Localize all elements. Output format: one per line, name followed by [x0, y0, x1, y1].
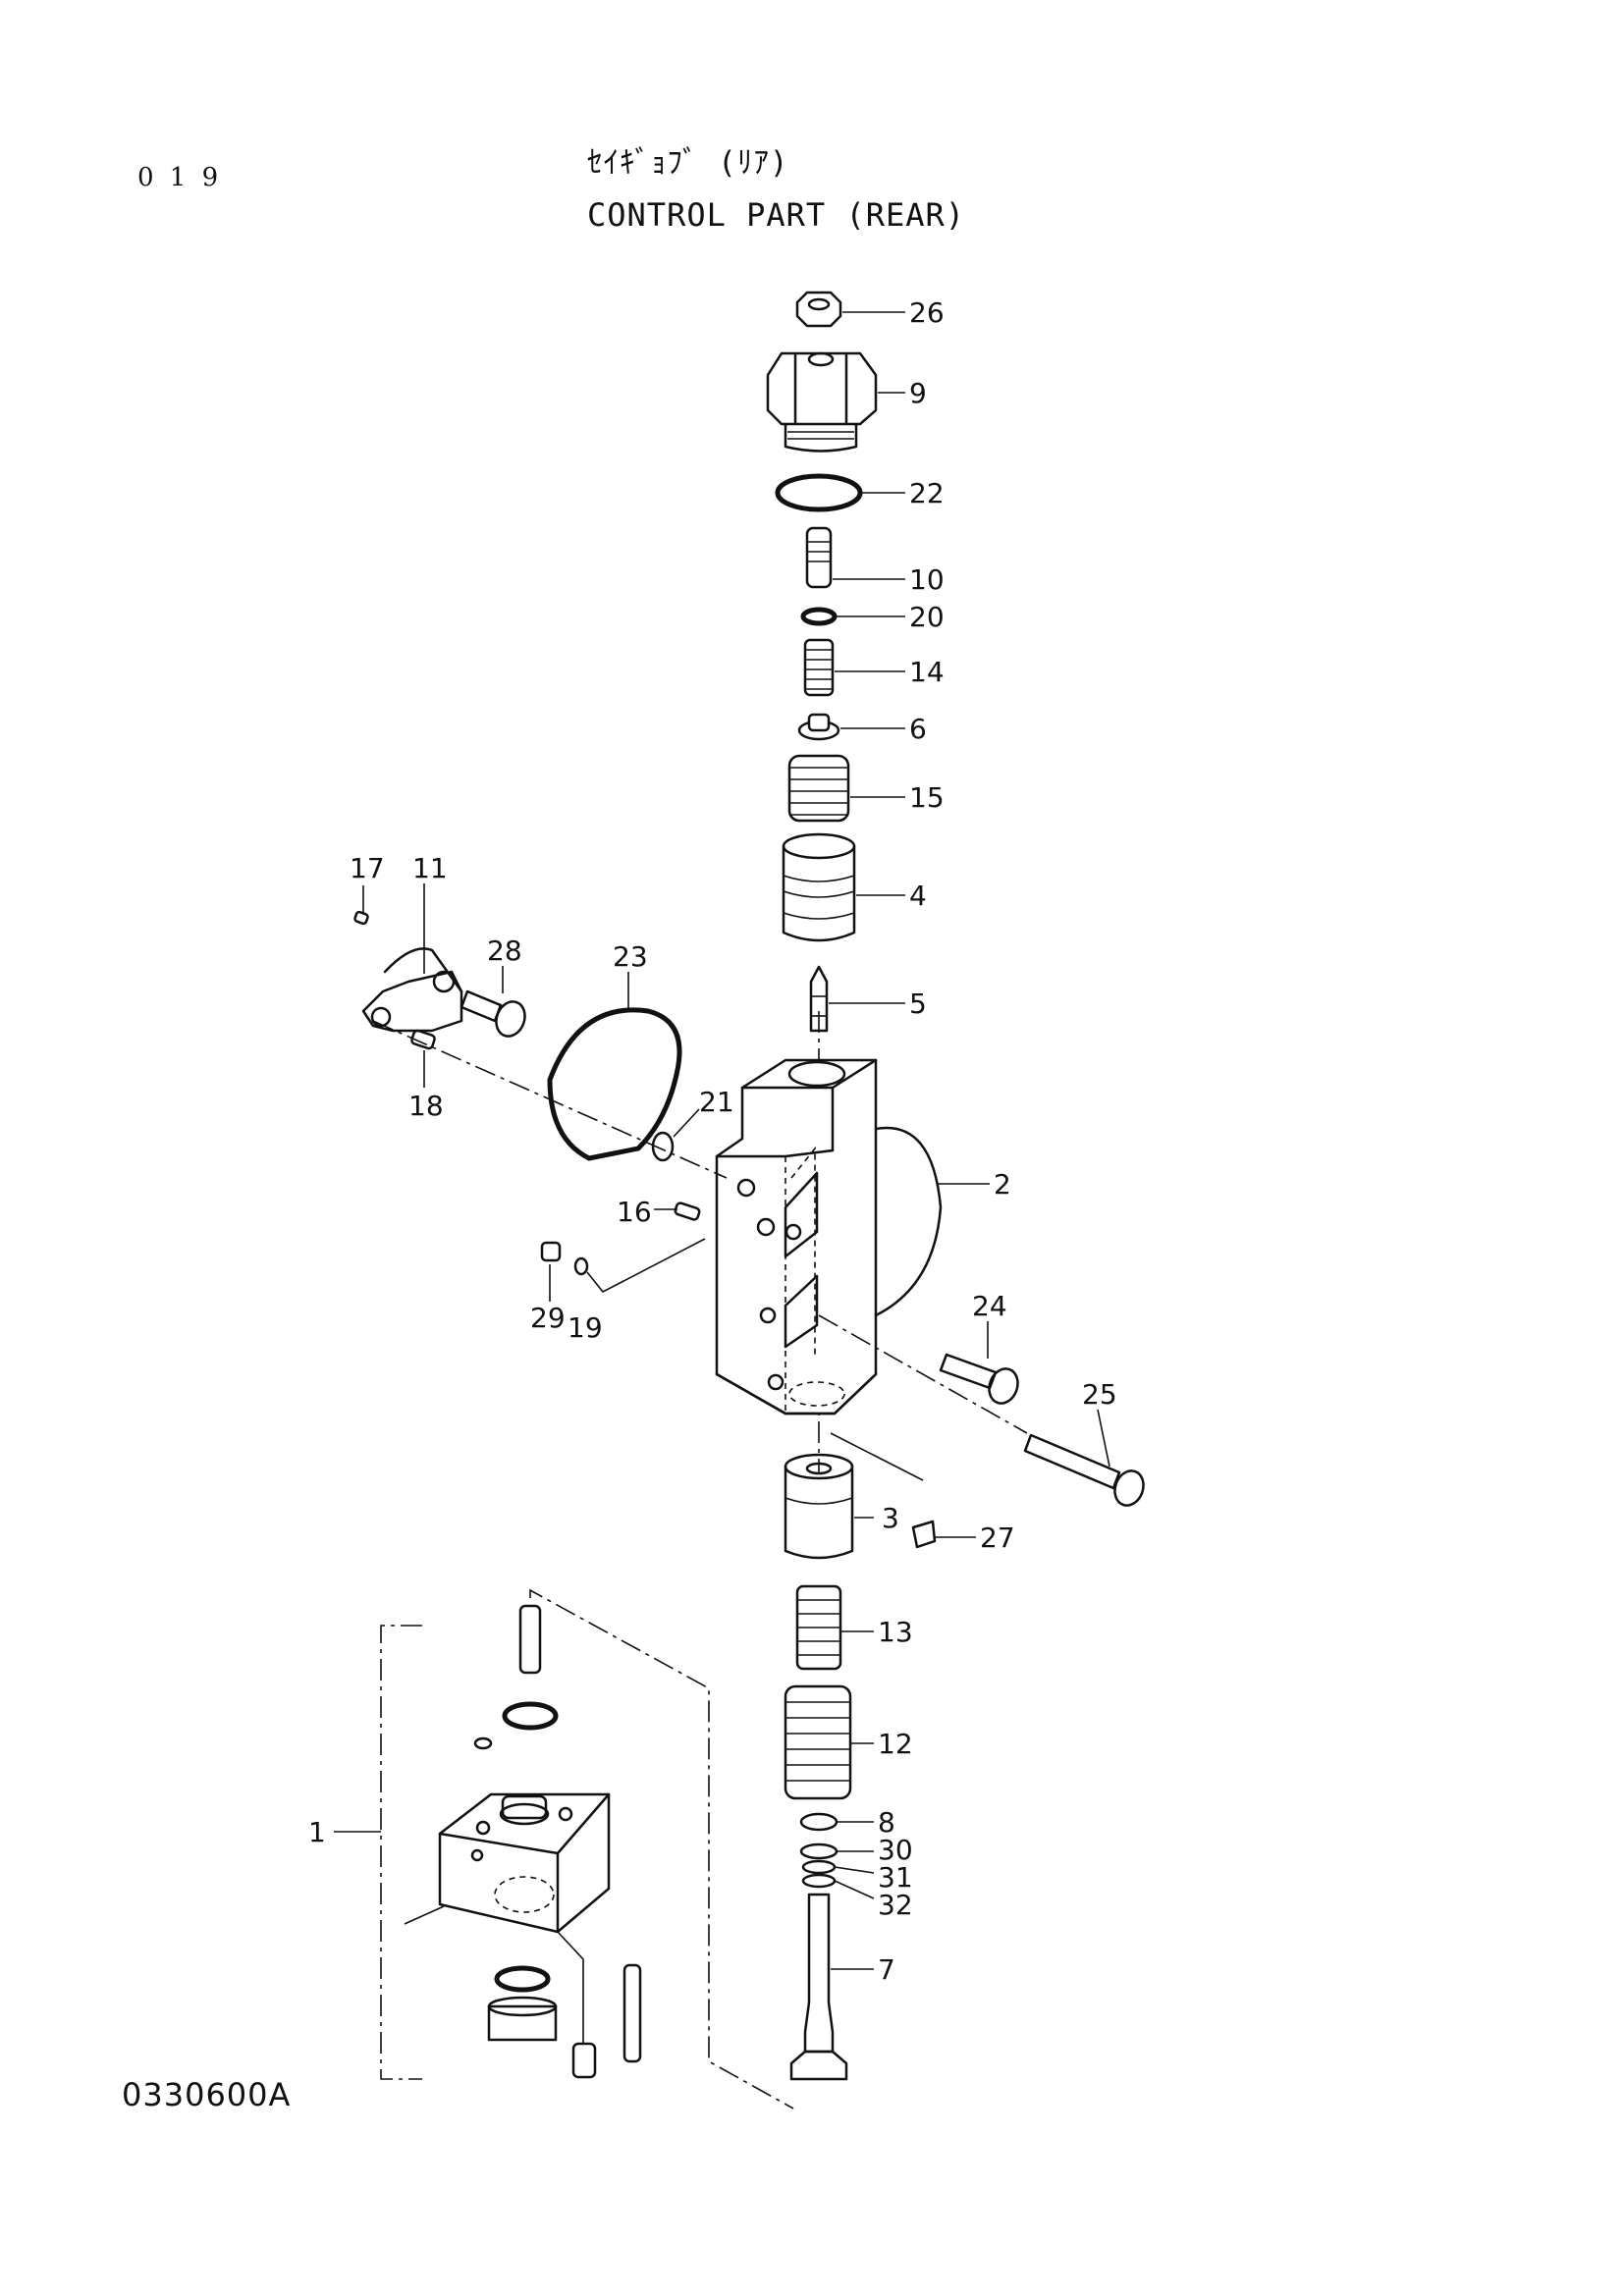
part-25-bolt — [1023, 1433, 1145, 1507]
diagram-title-japanese: ｾｲｷﾞｮﾌﾞ (ﾘｱ) — [587, 145, 789, 181]
callout-15: 15 — [909, 781, 945, 814]
part-4-spool — [782, 832, 856, 942]
callout-1: 1 — [308, 1816, 326, 1848]
part-17-pin — [353, 910, 369, 926]
bolt-axis-line — [818, 1314, 1028, 1434]
part-3-sleeve — [784, 1453, 854, 1560]
callout-3: 3 — [882, 1502, 899, 1534]
part-8-washer — [799, 1812, 839, 1832]
part-19-o-ring — [573, 1256, 589, 1276]
part-18-pin — [410, 1029, 436, 1050]
part-1-bracket — [334, 1625, 422, 2080]
part-32-washer — [801, 1873, 837, 1889]
part-23-o-ring — [547, 1007, 682, 1161]
part-6-seat — [797, 713, 840, 741]
callout-26: 26 — [909, 296, 945, 329]
part-29-plug — [540, 1241, 562, 1262]
diagram-title-english: CONTROL PART (REAR) — [587, 196, 966, 234]
callout-22: 22 — [909, 477, 945, 509]
callout-2: 2 — [994, 1168, 1011, 1201]
callout-8: 8 — [878, 1806, 895, 1839]
sub-assembly-link — [557, 1931, 584, 2044]
callout-30: 30 — [878, 1834, 913, 1866]
part-26-nut — [795, 291, 842, 328]
part-7-rod — [789, 1893, 848, 2081]
leader-lines — [362, 311, 1110, 1970]
page-number: 0 1 9 — [137, 163, 223, 192]
callout-5: 5 — [909, 988, 927, 1020]
figure-code: 0330600A — [122, 2076, 292, 2113]
callout-18: 18 — [408, 1090, 444, 1122]
callout-9: 9 — [909, 377, 927, 409]
callout-6: 6 — [909, 713, 927, 745]
part-15-spring — [787, 754, 850, 823]
part-2-valve-body — [715, 1058, 943, 1415]
callout-23: 23 — [613, 940, 648, 973]
sub-assembly-link-2 — [404, 1905, 445, 1925]
callout-28: 28 — [487, 934, 522, 967]
part-16-pin — [674, 1201, 701, 1221]
part-28-bolt — [460, 989, 526, 1038]
part-11-cover — [361, 947, 463, 1033]
callout-21: 21 — [699, 1086, 734, 1118]
callout-labels: 26 9 22 10 20 14 6 15 4 5 2 17 11 28 23 … — [308, 296, 1117, 1986]
callout-10: 10 — [909, 563, 945, 596]
callout-20: 20 — [909, 601, 945, 633]
callout-4: 4 — [909, 880, 927, 912]
part-10-poppet — [805, 526, 833, 589]
part-9-plug — [766, 351, 878, 453]
part-20-o-ring — [800, 607, 838, 626]
callout-29: 29 — [530, 1302, 566, 1334]
sub-assembly-axis-line — [529, 1588, 794, 2109]
part-14-spring — [803, 638, 835, 697]
part-13-spring — [795, 1584, 842, 1671]
callout-12: 12 — [878, 1728, 913, 1760]
part-30-washer — [799, 1842, 839, 1860]
callout-14: 14 — [909, 656, 945, 688]
part-21-o-ring — [651, 1131, 675, 1162]
callout-32: 32 — [878, 1889, 913, 1921]
callout-7: 7 — [878, 1953, 895, 1986]
callout-25: 25 — [1082, 1378, 1117, 1411]
callout-31: 31 — [878, 1861, 913, 1894]
callout-11: 11 — [412, 852, 448, 884]
part-12-spring — [784, 1684, 852, 1800]
part-31-washer — [801, 1859, 837, 1875]
callout-27: 27 — [980, 1522, 1015, 1554]
callout-24: 24 — [972, 1290, 1007, 1322]
part-27-plug — [911, 1520, 937, 1549]
part-5-pin — [809, 965, 829, 1033]
callout-19: 19 — [568, 1311, 603, 1344]
part-24-bolt — [939, 1353, 1019, 1405]
callout-16: 16 — [617, 1196, 652, 1228]
callout-17: 17 — [350, 852, 385, 884]
part-22-o-ring — [775, 473, 863, 512]
callout-13: 13 — [878, 1616, 913, 1648]
part-1-sub-assembly — [438, 1604, 642, 2079]
